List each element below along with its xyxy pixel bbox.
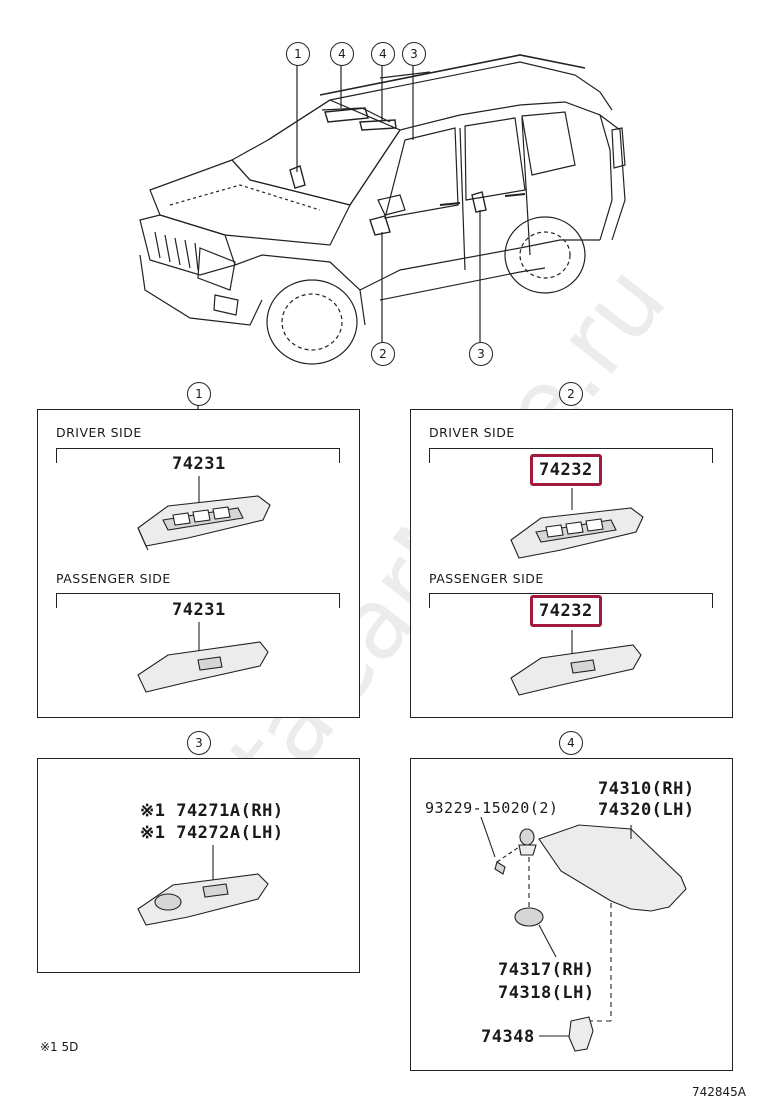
part-number-74318-lh: 74318(LH) <box>498 983 595 1003</box>
part-number-74232-driver[interactable]: 74232 <box>530 454 602 486</box>
callout-4: 4 <box>371 42 395 66</box>
part-number-74231-driver: 74231 <box>172 454 226 474</box>
bracket <box>56 448 340 463</box>
footnote: ※1 5D <box>40 1040 79 1054</box>
part-number-74317-rh: 74317(RH) <box>498 960 595 980</box>
bracket <box>56 593 340 608</box>
bracket <box>429 593 713 608</box>
callout-2: 2 <box>371 342 395 366</box>
panel-1-parts-drawing <box>137 476 271 693</box>
panel-3-parts-drawing <box>137 845 269 926</box>
part-number-74348: 74348 <box>481 1027 535 1047</box>
passenger-side-label: PASSENGER SIDE <box>56 571 171 586</box>
panel-4-parts-drawing <box>480 816 687 1052</box>
callout-1: 1 <box>286 42 310 66</box>
panel-4-callout: 4 <box>559 731 583 755</box>
part-number-74320-lh: 74320(LH) <box>598 800 695 820</box>
panel-1-callout: 1 <box>187 382 211 406</box>
panel-4: 74310(RH) 74320(LH) 93229-15020(2) 74317… <box>410 758 733 1071</box>
panel-2: DRIVER SIDE 74232 PASSENGER SIDE 74232 <box>410 409 733 718</box>
diagram-code: 742845A <box>692 1085 747 1099</box>
callout-3: 3 <box>402 42 426 66</box>
passenger-side-label: PASSENGER SIDE <box>429 571 544 586</box>
bracket <box>429 448 713 463</box>
panel-3-callout: 3 <box>187 731 211 755</box>
panel-2-callout: 2 <box>559 382 583 406</box>
panel-3: ※1 74271A(RH) ※1 74272A(LH) <box>37 758 360 973</box>
part-number-74231-passenger: 74231 <box>172 600 226 620</box>
part-number-74232-passenger[interactable]: 74232 <box>530 595 602 627</box>
callout-4: 4 <box>330 42 354 66</box>
panel-1: DRIVER SIDE 74231 PASSENGER SIDE 74231 <box>37 409 360 718</box>
part-number-93229-15020: 93229-15020(2) <box>425 799 559 817</box>
driver-side-label: DRIVER SIDE <box>429 425 515 440</box>
callout-3: 3 <box>469 342 493 366</box>
panel-2-parts-drawing <box>510 488 644 696</box>
part-number-74271a-rh: ※1 74271A(RH) <box>140 801 284 821</box>
driver-side-label: DRIVER SIDE <box>56 425 142 440</box>
part-number-74310-rh: 74310(RH) <box>598 779 695 799</box>
part-number-74272a-lh: ※1 74272A(LH) <box>140 823 284 843</box>
